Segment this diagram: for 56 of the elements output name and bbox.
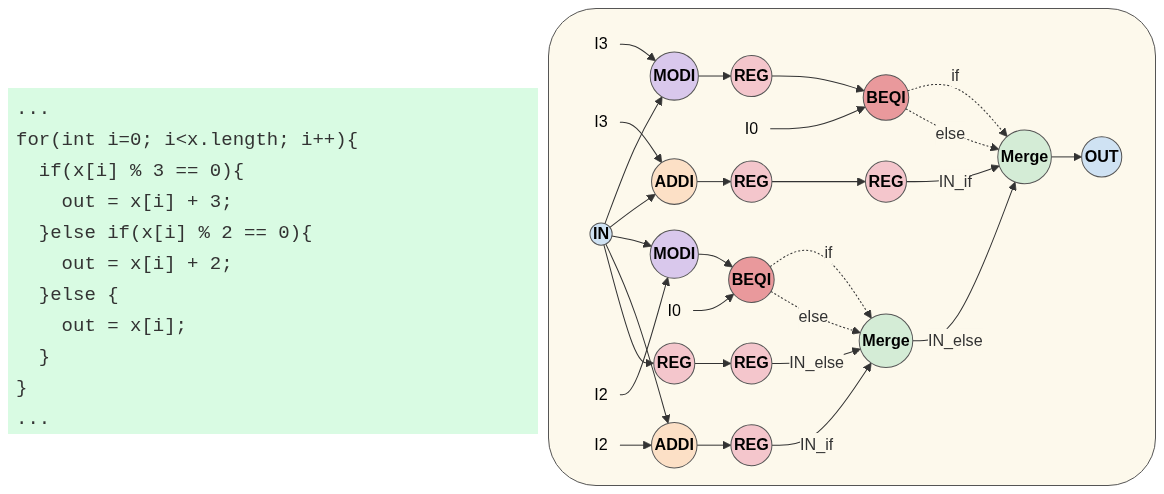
code-line: out = x[i]; [60,314,188,339]
node-text: I2 [594,385,608,403]
edge-label: IN_if [800,436,834,454]
edge-label: else [798,307,829,326]
arrow [692,293,735,312]
node-circle: BEQI [862,74,910,121]
node-circle: BEQI [728,256,775,303]
node-circle: REG [864,160,907,203]
code-line: } [16,376,29,401]
arrow [771,75,865,93]
arrow [609,193,656,228]
node-circle: MODI [649,229,699,279]
code-line: for(int i=0; i<x.length; i++){ [16,128,360,153]
arrow [769,106,866,130]
node-circle: MODI [649,51,699,101]
code-line: if(x[i] % 3 == 0){ [37,159,246,184]
arrow [619,277,670,396]
node-text: I0 [744,119,759,137]
edge-label: IN_else [789,354,845,372]
node-circle: IN [589,222,613,246]
code-line: out = x[i] + 3; [60,190,234,215]
arrow [611,235,652,248]
node-circle: REG [730,424,773,467]
arrow [905,108,1000,152]
arrow [770,290,861,335]
node-circle: REG [730,342,773,385]
code-line: }else if(x[i] % 2 == 0){ [37,221,314,246]
node-circle: REG [730,160,773,203]
code-line: ... [16,97,52,122]
arrow [619,121,663,164]
edge-label: if [951,66,960,85]
edge-label: IN_else [927,331,983,349]
arrow [605,243,671,424]
node-circle: REG [730,55,773,98]
code-line: ... [16,407,52,432]
arrow [619,43,656,62]
edge-label: else [935,124,966,142]
node-circle: REG [653,342,696,385]
code-line: }else { [37,283,120,308]
node-text: I2 [594,436,608,454]
node-circle: Merge [858,313,914,369]
node-circle: Merge [997,129,1052,185]
arrow [771,177,866,187]
arrow [912,181,1017,342]
node-text: I3 [594,35,608,53]
node-circle: ADDI [651,158,698,205]
node-text: I3 [594,113,608,131]
code-line: out = x[i] + 2; [60,252,234,277]
arrow [604,96,663,225]
edge-label: IN_if [938,172,972,190]
arrow [619,440,652,450]
node-circle: OUT [1081,136,1123,178]
edge-label: if [824,243,833,261]
node-circle: ADDI [651,421,698,469]
code-line: } [37,345,52,370]
node-text: I0 [667,301,682,319]
